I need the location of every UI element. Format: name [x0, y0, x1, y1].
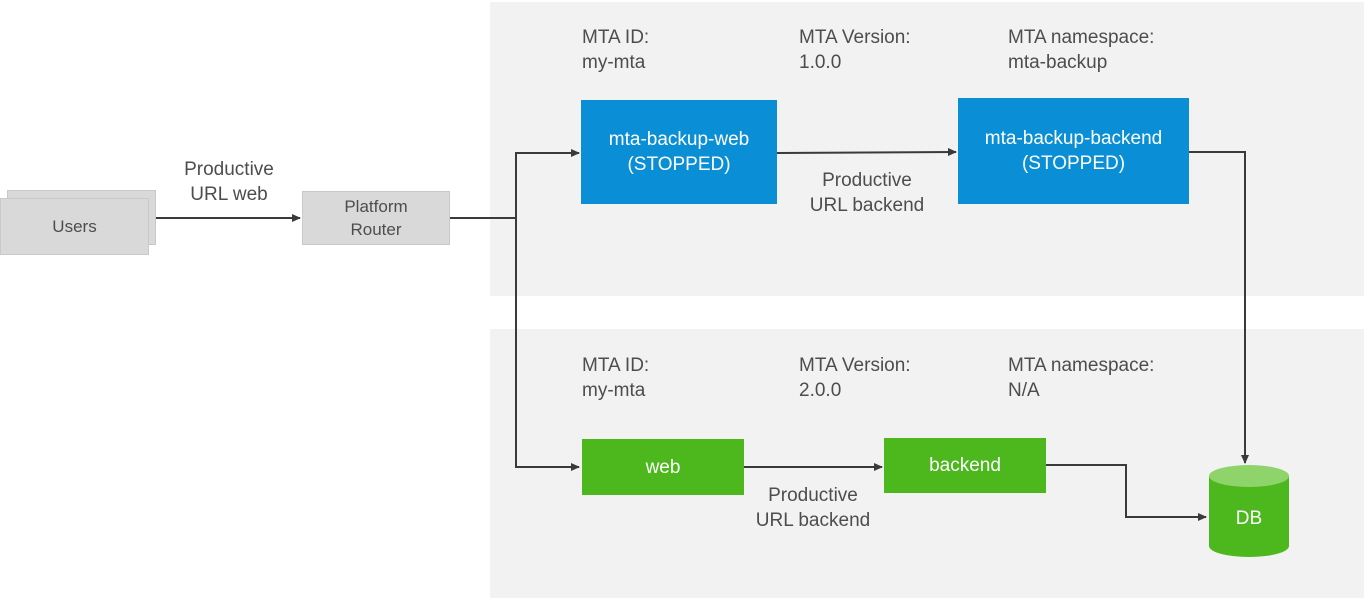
mta-backup-web-node: mta-backup-web (STOPPED): [581, 100, 777, 204]
new-mta-version-value: 2.0.0: [799, 380, 842, 401]
old-backend-to-db-edge: [1189, 151, 1249, 464]
new-mta-id-label: MTA ID:: [582, 355, 650, 376]
router-to-old-web-edge: [515, 149, 580, 218]
backend-node: backend: [884, 438, 1046, 493]
new-mta-version-label: MTA Version:: [799, 355, 911, 376]
mta-backup-backend-node: mta-backup-backend (STOPPED): [958, 98, 1189, 204]
new-mta-id-value: my-mta: [582, 380, 646, 401]
old-mta-version-value: 1.0.0: [799, 52, 842, 73]
web-node: web: [582, 439, 744, 495]
platform-router-node: Platform Router: [302, 191, 450, 245]
old-mta-version-label: MTA Version:: [799, 27, 911, 48]
web-label: web: [645, 456, 681, 478]
new-backend-edge-label: Productive URL backend: [755, 485, 871, 531]
old-backend-edge-label: Productive URL backend: [809, 170, 925, 216]
new-backend-to-db-edge: [1046, 464, 1207, 521]
platform-router-label: Platform Router: [344, 197, 408, 239]
db-node: [1209, 465, 1289, 557]
new-mta-namespace-value: N/A: [1008, 380, 1040, 401]
old-web-to-backend-edge: [776, 148, 957, 157]
old-mta-id-label: MTA ID:: [582, 27, 650, 48]
backend-label: backend: [929, 455, 1001, 476]
old-mta-id-value: my-mta: [582, 52, 646, 73]
users-node: Users: [0, 198, 149, 255]
new-mta-namespace-label: MTA namespace:: [1008, 355, 1155, 376]
db-label: DB: [1235, 508, 1263, 529]
old-mta-namespace-label: MTA namespace:: [1008, 27, 1155, 48]
entry-edge-label: Productive URL web: [184, 159, 274, 205]
mta-backup-web-label: mta-backup-web (STOPPED): [608, 129, 750, 175]
mta-backup-backend-label: mta-backup-backend (STOPPED): [984, 128, 1163, 174]
old-mta-namespace-value: mta-backup: [1008, 52, 1108, 73]
users-label: Users: [52, 217, 97, 236]
router-to-new-web-edge: [515, 218, 580, 471]
